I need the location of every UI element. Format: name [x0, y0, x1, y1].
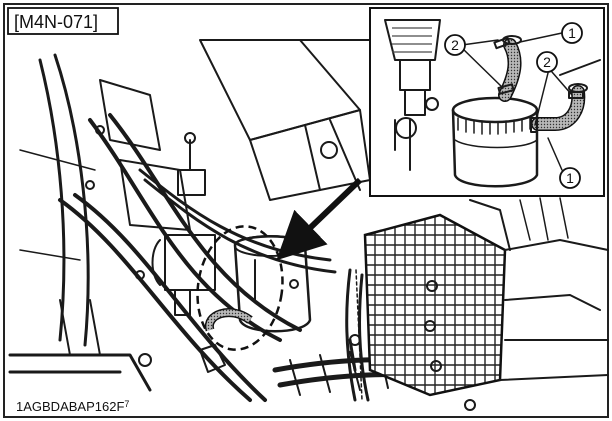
main-engine-view: [8, 39, 609, 411]
callout-2-left-label: 2: [451, 37, 459, 53]
highlight-circle: [196, 225, 284, 351]
callout-1-bottom-label: 1: [566, 170, 574, 186]
image-code-backdrop: [14, 396, 164, 414]
image-code-suffix: 7: [124, 399, 129, 409]
callout-2-right: 2: [536, 51, 558, 73]
pointer-arrow: [276, 177, 363, 261]
ref-code-box: [7, 7, 119, 35]
image-code: 1AGBDABAP162F7: [16, 399, 129, 414]
callout-1-top-label: 1: [568, 25, 576, 41]
callout-1-top: 1: [561, 22, 583, 44]
ref-code: [M4N-071]: [14, 12, 98, 32]
image-code-main: 1AGBDABAP162F: [16, 399, 124, 414]
grille-plate: [363, 213, 507, 397]
callout-2-left: 2: [444, 34, 466, 56]
callout-1-bottom: 1: [559, 167, 581, 189]
inset-detail: [369, 7, 605, 197]
callout-2-right-label: 2: [543, 54, 551, 70]
